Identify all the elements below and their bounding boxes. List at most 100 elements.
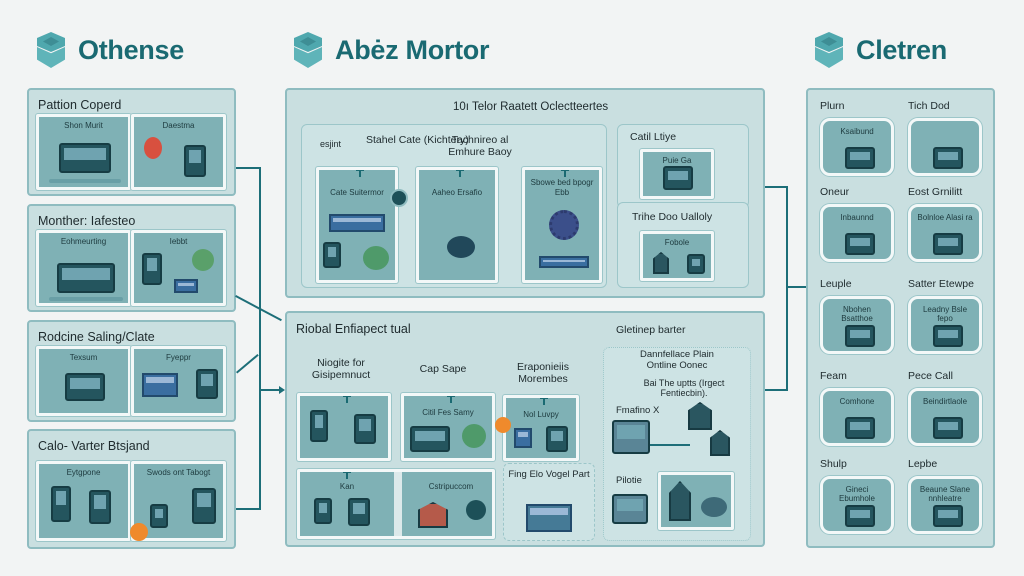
connector-line [236,354,259,374]
screen-icon [514,428,532,448]
connector-line [765,389,788,391]
card-label: Fing Elo Vogel Part [508,469,590,480]
item-card[interactable]: Leadny Bsle fepo [908,296,982,354]
device-icon [196,369,218,399]
device-icon [323,242,341,268]
item-card[interactable]: Gineci Ebumhole [820,476,894,534]
layered-cube-icon [812,32,846,68]
globe-icon [462,424,486,448]
column-heading: Eraponieiis Morembes [517,361,569,386]
panel-card[interactable]: Daestma [131,114,226,190]
panel-card[interactable]: Eohmeurting [36,230,131,306]
device-icon [933,233,963,255]
pin-icon [447,396,455,403]
connector-line [260,389,280,391]
device-icon [354,414,376,444]
left-panel-2[interactable]: Monther: Iafesteo Eohmeurting Iebbt [27,204,236,312]
wide-card[interactable]: Kan Cstripuccom [297,469,495,539]
card-label: Puie Ga [662,156,692,165]
pin-icon [561,170,569,177]
section-card[interactable]: Fobole [640,231,714,281]
card-label: Comhone [839,397,875,406]
panel-card[interactable]: Fyeppr [131,346,226,416]
item-card[interactable]: Bolnloe Alasi ra [908,204,982,262]
card-label: Iebbt [169,237,188,246]
house-icon [418,502,448,528]
connector-line [259,167,261,509]
feature-card[interactable]: Citil Fes Samy [401,393,495,461]
burst-icon [144,137,162,159]
technical-group: esjint Stahel Cate (Kichtery) Tachnireo … [301,124,607,288]
vehicle-icon [701,497,727,517]
feature-card[interactable] [297,393,391,461]
panel-card[interactable]: Eytgpone [36,461,131,541]
section-card[interactable]: Puie Ga [640,149,714,199]
panel-title: Rodcine Saling/Clate [38,330,155,344]
card-label: Texsum [69,353,98,362]
connector-line [786,186,788,390]
panel-card[interactable]: Texsum [36,346,131,416]
panel-card[interactable]: Iebbt [131,230,226,306]
panel-card[interactable]: Swods ont Tabogt [131,461,226,541]
column-heading: Niogite for Gisipemnuct [311,357,371,382]
feature-card[interactable]: Nol Luvpy [503,395,579,461]
header-title: Othense [78,34,184,65]
virus-icon [549,210,579,240]
connector-line [765,186,788,188]
item-card[interactable]: Nbohen Bsatthoe [820,296,894,354]
feature-card[interactable]: Aaheo Ersafio [416,167,498,283]
machine-icon [65,373,105,401]
item-title: Eost Grnilitt [908,186,963,198]
arrow-icon [279,386,285,394]
card-label: Gineci Ebumhole [838,485,876,504]
card-label: Eohmeurting [60,237,107,246]
item-title: Pece Call [908,370,953,382]
item-card[interactable]: Inbaunnd [820,204,894,262]
center-top-panel[interactable]: 10ı Telor Raatett Oclectteertes esjint S… [285,88,765,298]
panel-title: Calo- Varter Btsjand [38,439,150,453]
item-card[interactable]: Beindirtlaole [908,388,982,446]
panel-card[interactable]: Shon Murit [36,114,131,190]
right-item[interactable]: Tich Dod [906,96,986,178]
card-label: Swods ont Tabogt [146,468,211,477]
item-card[interactable] [908,118,982,176]
center-bottom-panel[interactable]: Riobal Enfiapect tual Niogite for Gisipe… [285,311,765,547]
card-label: Citil Fes Samy [422,408,474,417]
machine-icon [59,143,111,173]
screen-icon [539,256,589,268]
item-card[interactable]: Ksaibund [820,118,894,176]
item-card[interactable]: Beaune Slane nnhleatre [908,476,982,534]
section-title: Trihe Doo Ualloly [632,211,713,223]
feature-card[interactable]: Sbowe bed bpogr Ebb [522,167,602,283]
card-label: Fobole [664,238,690,247]
section-title: Catil Ltiye [630,131,677,143]
left-panel-3[interactable]: Rodcine Saling/Clate Texsum Fyeppr [27,320,236,422]
side-section-1: Catil Ltiye Puie Ga [617,124,749,208]
card-label: Cate Suitermor [330,188,384,197]
item-card[interactable]: Comhone [820,388,894,446]
preview-card[interactable] [658,472,734,530]
feature-card[interactable]: Cate Suitermor [316,167,398,283]
left-panel-1[interactable]: Pattion Coperd Shon Murit Daestma [27,88,236,196]
device-icon [845,233,875,255]
part-card[interactable]: Fing Elo Vogel Part [503,463,595,541]
card-label: Sbowe bed bpogr Ebb [530,178,594,197]
gateway-section: Gletinep barter Dannfellace Plain Ontlin… [603,324,751,541]
left-panel-4[interactable]: Calo- Varter Btsjand Eytgpone Swods ont … [27,429,236,549]
device-icon [192,488,216,524]
connector-line [236,508,261,510]
card-label: Beaune Slane nnhleatre [919,485,971,504]
card-label: Kan [339,482,355,491]
panel-title: Riobal Enfiapect tual [296,322,411,336]
card-label: Eytgpone [66,468,101,477]
